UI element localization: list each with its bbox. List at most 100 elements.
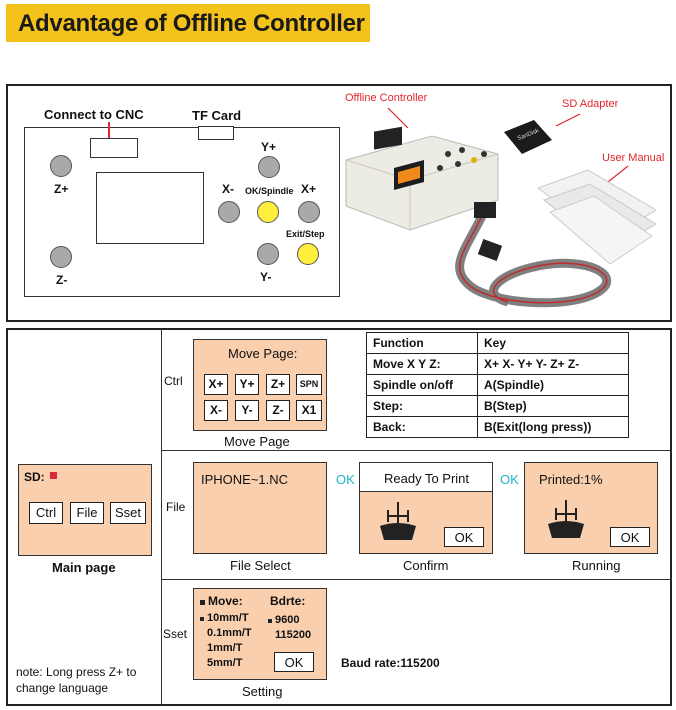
table-cell-function: Spindle on/off [366,374,478,396]
tf-card-slot [198,126,234,140]
running-ok-button[interactable]: OK [610,527,650,547]
move-page-caption: Move Page [224,434,290,449]
table-row: Move X Y Z: X+ X- Y+ Y- Z+ Z- [366,353,629,375]
move-page-title: Move Page: [228,346,298,361]
spindle-icon [380,502,416,540]
controller-box [345,126,499,231]
setting-caption: Setting [242,684,283,699]
move-option[interactable]: 5mm/T [207,657,243,669]
tf-card-label: TF Card [192,108,242,123]
lcd-screen [96,172,204,244]
printed-progress: Printed:1% [539,472,603,487]
file-button[interactable]: File [70,502,104,524]
user-manual-label: User Manual [602,152,665,164]
ready-to-print-title: Ready To Print [384,471,470,486]
table-header-function: Function [366,332,478,354]
bdrte-title: Bdrte: [270,594,306,608]
key-z-minus[interactable]: Z- [266,400,290,421]
controller-diagram [24,127,340,297]
move-option[interactable]: 10mm/T [207,612,249,624]
sset-button[interactable]: Sset [110,502,146,524]
title-banner: Advantage of Offline Controller [6,4,370,42]
table-cell-key: X+ X- Y+ Y- Z+ Z- [477,353,629,375]
move-option-marker [200,617,204,621]
running-caption: Running [572,558,621,573]
move-title: Move: [208,594,243,608]
key-spindle[interactable]: SPN [296,374,322,395]
table-header-key: Key [477,332,629,354]
z-plus-label: Z+ [54,182,69,196]
sd-adapter: SanDisk [504,120,552,154]
row-divider-file [161,579,672,580]
connect-to-cnc-label: Connect to CNC [44,107,144,122]
key-step-x1[interactable]: X1 [296,400,322,421]
ok-arrow-label-1: OK [336,472,355,487]
ctrl-button[interactable]: Ctrl [29,502,63,524]
page-title: Advantage of Offline Controller [18,10,365,37]
exit-step-button[interactable] [297,243,319,265]
sset-row-label: Sset [163,627,188,641]
spindle-icon [548,500,584,538]
key-function-table: Function Key Move X Y Z: X+ X- Y+ Y- Z+ … [366,332,629,438]
move-marker [200,600,205,605]
table-cell-function: Step: [366,395,478,417]
table-header-row: Function Key [366,332,629,354]
ctrl-row-label: Ctrl [164,374,183,388]
key-y-plus[interactable]: Y+ [235,374,259,395]
table-cell-key: A(Spindle) [477,374,629,396]
ribbon-cable [455,202,612,308]
cnc-connector [90,138,138,158]
move-option[interactable]: 0.1mm/T [207,627,252,639]
baud-rate-text: Baud rate:115200 [341,656,440,670]
top-panel [6,84,672,322]
key-z-plus[interactable]: Z+ [266,374,290,395]
y-minus-label: Y- [260,270,272,284]
file-select-screen [193,462,327,554]
main-page-caption: Main page [52,560,116,575]
y-plus-button[interactable] [258,156,280,178]
sd-status-indicator [50,472,57,479]
table-row: Back: B(Exit(long press)) [366,416,629,438]
x-plus-label: X+ [301,182,317,196]
file-select-caption: File Select [230,558,291,573]
x-plus-button[interactable] [298,201,320,223]
x-minus-button[interactable] [218,201,240,223]
confirm-caption: Confirm [403,558,449,573]
z-minus-button[interactable] [50,246,72,268]
connector-arrow [108,122,110,146]
product-photo: SanDisk [345,107,657,308]
key-x-plus[interactable]: X+ [204,374,228,395]
row-divider-ctrl [161,450,672,451]
sd-status-label: SD: [24,470,45,484]
move-option[interactable]: 1mm/T [207,642,243,654]
setting-ok-button[interactable]: OK [274,652,314,672]
table-row: Step: B(Step) [366,395,629,417]
table-cell-function: Back: [366,416,478,438]
baud-option[interactable]: 115200 [275,629,312,641]
y-minus-button[interactable] [257,243,279,265]
ok-spindle-label: OK/Spindle [245,186,294,196]
ok-arrow-label-2: OK [500,472,519,487]
z-minus-label: Z- [56,273,68,287]
table-cell-function: Move X Y Z: [366,353,478,375]
file-row-label: File [166,500,186,514]
y-plus-label: Y+ [261,140,277,154]
exit-step-label: Exit/Step [286,229,325,239]
baud-option-marker [268,619,272,623]
menu-panel [6,328,672,706]
confirm-ok-button[interactable]: OK [444,527,484,547]
file-name: IPHONE~1.NC [201,472,289,487]
user-manual [536,169,657,265]
confirm-title-bar [359,462,493,492]
sd-adapter-label: SD Adapter [562,98,619,110]
x-minus-label: X- [222,182,234,196]
column-divider [161,328,162,706]
ok-spindle-button[interactable] [257,201,279,223]
z-plus-button[interactable] [50,155,72,177]
language-note: note: Long press Z+ to change language [16,665,137,695]
key-x-minus[interactable]: X- [204,400,228,421]
key-y-minus[interactable]: Y- [235,400,259,421]
table-row: Spindle on/off A(Spindle) [366,374,629,396]
table-cell-key: B(Exit(long press)) [477,416,629,438]
baud-option[interactable]: 9600 [275,614,300,626]
